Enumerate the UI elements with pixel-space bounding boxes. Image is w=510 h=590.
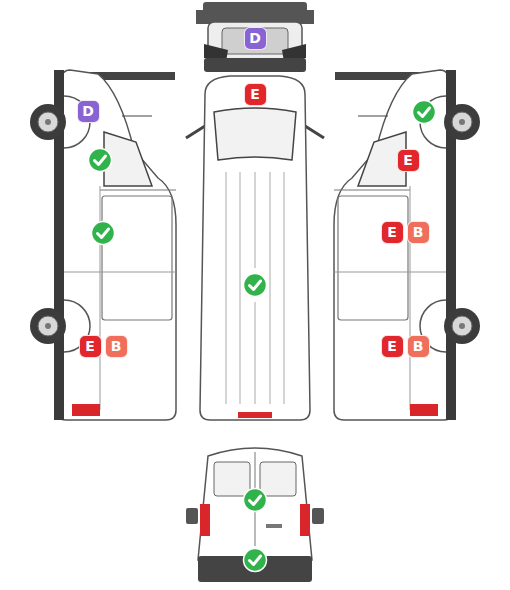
badge-letter: E	[387, 225, 397, 239]
check-mark	[92, 222, 115, 245]
marker-badge: B	[105, 335, 128, 358]
marker-badge: D	[244, 27, 267, 50]
check-mark	[244, 274, 267, 297]
marker-badge: D	[77, 100, 100, 123]
check-mark	[89, 149, 112, 172]
badge-letter: B	[111, 339, 122, 353]
badge-letter: B	[413, 225, 424, 239]
marker-badge: E	[381, 335, 404, 358]
badge-letter: B	[413, 339, 424, 353]
check-mark	[413, 101, 436, 124]
badge-letter: E	[250, 87, 260, 101]
right-side-view	[334, 70, 480, 420]
marker-badge: B	[407, 335, 430, 358]
marker-badge: E	[381, 221, 404, 244]
badge-letter: D	[82, 104, 94, 118]
marker-badge: E	[244, 83, 267, 106]
marker-badge: E	[397, 149, 420, 172]
marker-badge: B	[407, 221, 430, 244]
badge-letter: E	[387, 339, 397, 353]
badge-letter: E	[85, 339, 95, 353]
left-side-view	[30, 70, 176, 420]
front-view	[196, 2, 314, 72]
marker-badge: E	[79, 335, 102, 358]
rear-view	[186, 448, 324, 582]
check-mark	[244, 549, 267, 572]
badge-letter: E	[403, 153, 413, 167]
badge-letter: D	[249, 31, 261, 45]
check-mark	[244, 489, 267, 512]
top-view	[186, 76, 324, 420]
